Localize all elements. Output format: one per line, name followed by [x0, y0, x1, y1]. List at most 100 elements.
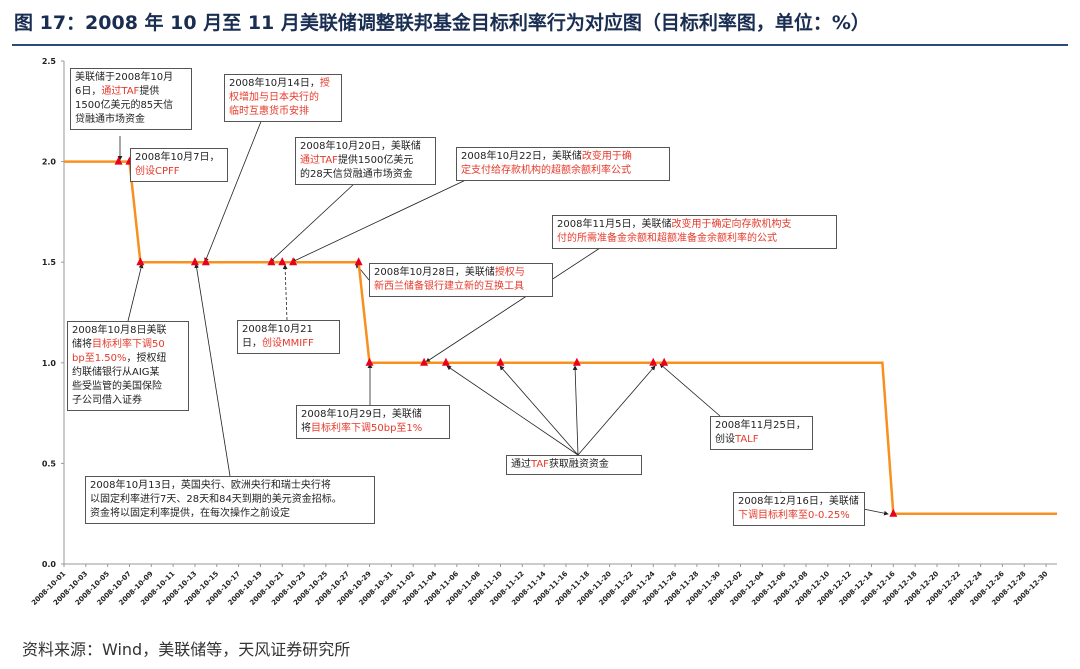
- annotation-line: 1500亿美元的85天信: [75, 99, 187, 113]
- annotation-text: 6日，: [75, 86, 102, 97]
- annotation-text: 日，: [242, 338, 262, 349]
- annotation-text: 2008年10月29日，美联储: [301, 409, 422, 420]
- annotation-text: 2008年11月5日，美联储: [557, 219, 672, 230]
- annotation-dec16: 2008年12月16日，美联储下调目标利率至0-0.25%: [733, 492, 865, 526]
- annotation-line: 日，创设MMIFF: [242, 337, 335, 351]
- event-marker: [114, 156, 123, 165]
- annotation-oct14: 2008年10月14日，授权增加与日本央行的临时互惠货币安排: [224, 74, 342, 122]
- annotation-text: 创设: [715, 434, 735, 445]
- event-marker: [660, 357, 669, 366]
- annotation-arrow: [425, 247, 601, 363]
- y-tick-label: 1.5: [42, 258, 57, 267]
- annotation-line: 2008年10月28日，美联储授权与: [374, 266, 548, 280]
- annotation-arrow: [577, 365, 656, 456]
- annotation-oct20: 2008年10月20日，美联储通过TAF提供1500亿美元的28天信贷融通市场资…: [295, 137, 436, 185]
- annotation-line: 付的所需准备金余额和超额准备金余额利率的公式: [557, 232, 832, 246]
- annotation-text: 2008年10月7日，: [135, 152, 220, 163]
- annotation-arrow: [282, 264, 288, 321]
- annotation-oct29: 2008年10月29日，美联储将目标利率下调50bp至1%: [296, 405, 450, 439]
- annotation-line: 2008年10月21: [242, 323, 335, 337]
- annotation-line: 创设TALF: [715, 433, 808, 447]
- annotation-line: 6日，通过TAF提供: [75, 85, 187, 99]
- event-marker: [365, 357, 374, 366]
- annotation-arrow: [499, 365, 579, 456]
- annotation-line: 资金将以固定利率提供，在每次操作之前设定: [90, 507, 370, 521]
- annotation-arrow: [446, 365, 579, 456]
- annotation-line: 2008年10月8日美联: [72, 324, 184, 338]
- event-marker: [190, 257, 199, 266]
- title-divider: [12, 44, 1068, 46]
- annotation-text: 通过TAF: [101, 86, 140, 97]
- event-marker: [441, 357, 450, 366]
- y-tick-label: 2.0: [42, 158, 57, 167]
- annotation-line: 临时互惠货币安排: [229, 105, 337, 119]
- event-marker: [201, 257, 210, 266]
- annotation-line: 下调目标利率至0-0.25%: [738, 509, 860, 523]
- annotation-text: 2008年11月25日，: [715, 420, 806, 431]
- annotation-line: 子公司借入证券: [72, 394, 184, 408]
- annotation-line: 2008年10月29日，美联储: [301, 408, 445, 422]
- annotation-text: 改变用于确: [581, 151, 632, 162]
- annotation-text: 通过TAF: [300, 155, 338, 166]
- annotation-line: 贷融通市场资金: [75, 113, 187, 127]
- annotation-text: 提供1500亿美元: [337, 155, 414, 166]
- annotation-line: 美联储于2008年10月: [75, 71, 187, 85]
- annotation-text: 获取融资资金: [548, 459, 609, 470]
- annotation-oct22: 2008年10月22日，美联储改变用于确定支付给存款机构的超额余额利率公式: [456, 147, 670, 181]
- annotation-line: 2008年11月5日，美联储改变用于确定向存款机构支: [557, 218, 832, 232]
- annotation-text: 2008年10月13日，英国央行、欧洲央行和瑞士央行将: [90, 480, 331, 491]
- annotation-text: 资金将以固定利率提供，在每次操作之前设定: [90, 508, 290, 519]
- annotation-text: 约联储银行从AIG某: [72, 367, 160, 378]
- annotation-text: TALF: [735, 434, 759, 445]
- annotation-text: 2008年10月28日，美联储: [374, 267, 495, 278]
- annotation-text: 2008年10月22日，美联储: [461, 151, 582, 162]
- annotation-text: 1500亿美元的85天信: [75, 100, 174, 111]
- event-marker: [572, 357, 581, 366]
- annotation-text: bp至1.50%: [72, 353, 127, 364]
- annotation-nov25: 2008年11月25日， 创设TALF: [710, 416, 813, 450]
- annotation-line: 定支付给存款机构的超额余额利率公式: [461, 164, 665, 178]
- annotation-line: 2008年11月25日，: [715, 419, 808, 433]
- annotation-text: 以固定利率进行7天、28天和84天到期的美元资金招标。: [90, 494, 342, 505]
- annotation-text: 贷融通市场资金: [75, 114, 145, 125]
- annotation-line: 以固定利率进行7天、28天和84天到期的美元资金招标。: [90, 493, 370, 507]
- annotation-line: 2008年10月20日，美联储: [300, 140, 431, 154]
- annotation-oct21: 2008年10月21 日，创设MMIFF: [237, 320, 340, 354]
- annotation-arrow: [127, 263, 144, 322]
- annotation-text: 2008年10月20日，美联储: [300, 141, 421, 152]
- annotation-line: 约联储银行从AIG某: [72, 366, 184, 380]
- event-marker: [354, 257, 363, 266]
- event-marker: [267, 257, 276, 266]
- annotation-line: 新西兰储备银行建立新的互换工具: [374, 280, 548, 294]
- annotation-line: 将目标利率下调50bp至1%: [301, 422, 445, 436]
- annotation-arrow: [204, 118, 263, 263]
- figure-title: 图 17：2008 年 10 月至 11 月美联储调整联邦基金目标利率行为对应图…: [14, 12, 870, 34]
- annotation-text: ，授权纽: [126, 353, 167, 364]
- annotation-line: 权增加与日本央行的: [229, 91, 337, 105]
- annotation-nov5: 2008年11月5日，美联储改变用于确定向存款机构支付的所需准备金余额和超额准备…: [552, 215, 837, 249]
- annotation-text: 付的所需准备金余额和超额准备金余额利率的公式: [557, 233, 777, 244]
- y-tick-label: 0.5: [42, 459, 57, 468]
- annotation-text: 2008年10月21: [242, 324, 313, 335]
- annotation-line: 些受监管的美国保险: [72, 380, 184, 394]
- event-marker: [649, 357, 658, 366]
- annotation-line: 通过TAF获取融资资金: [511, 458, 637, 472]
- y-tick-label: 1.0: [42, 359, 57, 368]
- annotation-line: 通过TAF提供1500亿美元: [300, 154, 431, 168]
- annotation-text: 权增加与日本央行的: [229, 92, 319, 103]
- annotation-text: 目标利率下调50: [92, 339, 165, 350]
- annotation-text: 储将: [72, 339, 92, 350]
- annotation-line: 2008年10月7日，: [135, 151, 223, 165]
- annotation-oct28: 2008年10月28日，美联储授权与新西兰储备银行建立新的互换工具: [369, 263, 553, 297]
- event-marker: [420, 357, 429, 366]
- annotation-text: 定支付给存款机构的超额余额利率公式: [461, 165, 631, 176]
- annotation-text: 提供: [139, 86, 160, 97]
- annotation-line: 2008年10月14日，授: [229, 77, 337, 91]
- annotation-text: 美联储于2008年10月: [75, 72, 174, 83]
- annotation-text: 将: [301, 423, 311, 434]
- annotation-text: 授: [319, 78, 330, 89]
- source-note: 资料来源：Wind，美联储等，天风证券研究所: [22, 640, 351, 659]
- annotation-line: 的28天信贷融通市场资金: [300, 168, 431, 182]
